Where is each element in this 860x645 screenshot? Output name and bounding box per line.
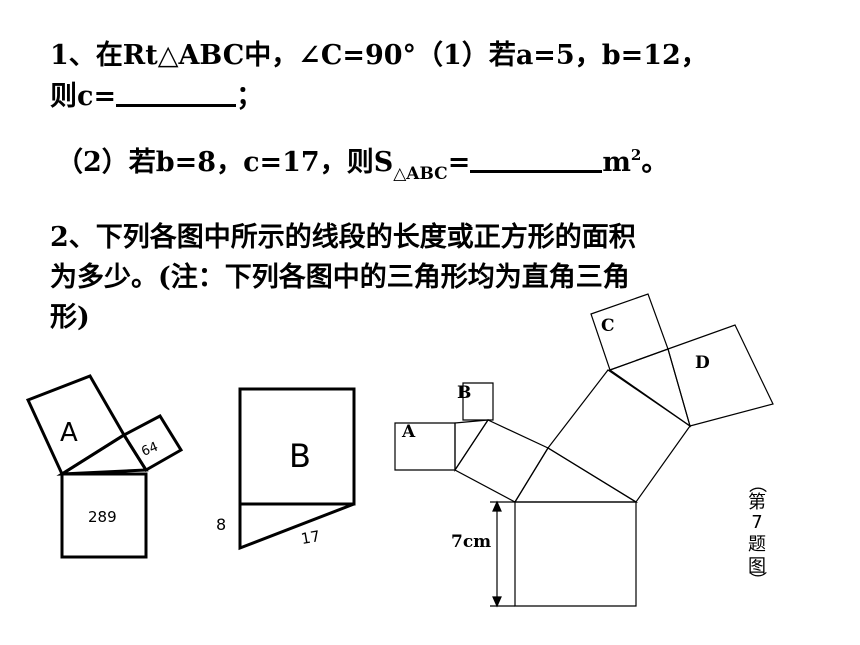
unit-exponent: 2	[630, 146, 642, 164]
q2-line-3-text: 形)	[50, 302, 90, 333]
figure-3-label-c: C	[601, 316, 615, 336]
figure-2-label-17: 17	[300, 527, 322, 548]
figure-3	[394, 293, 774, 608]
right-triangle-2	[238, 502, 355, 551]
area-subscript: △ABC	[393, 164, 448, 184]
caption-char-2: 7	[751, 512, 762, 533]
q2-line-3: 形)	[50, 300, 90, 336]
caption-open-paren: （	[746, 475, 767, 493]
square-d-fig3	[667, 324, 774, 427]
figure-3-dimension: 7cm	[451, 532, 491, 552]
middle-left-square	[454, 419, 549, 503]
q2-line-2-text: 为多少。(注：下列各图中的三角形均为直角三角	[50, 262, 630, 293]
caption-char-3: 题	[748, 534, 766, 555]
triangle-center	[513, 447, 639, 503]
dim-arrow-bottom	[492, 596, 502, 608]
q1-line-2-suffix: ；	[236, 81, 264, 112]
q1-line-3-end: 。	[641, 147, 669, 178]
q2-line-2: 为多少。(注：下列各图中的三角形均为直角三角	[50, 260, 630, 296]
q1-line-3-equals: =	[447, 147, 471, 178]
figure-2-label-b: B	[289, 437, 311, 475]
figure-1	[25, 374, 184, 559]
answer-blank-c[interactable]	[116, 78, 237, 107]
answer-blank-area[interactable]	[470, 144, 603, 173]
q1-line-2: 则c= ；	[50, 78, 263, 115]
figure-2	[238, 387, 356, 551]
unit-m: m	[602, 147, 631, 178]
middle-right-square	[547, 369, 691, 503]
figure-3-label-a: A	[401, 422, 416, 442]
figure-2-label-8: 8	[216, 515, 226, 534]
big-square-bottom	[514, 501, 637, 607]
caption-char-1: 第	[748, 492, 766, 513]
q2-line-1-text: 2、下列各图中所示的线段的长度或正方形的面积	[50, 222, 636, 253]
figure-1-label-289: 289	[88, 508, 117, 526]
dim-arrow-top	[492, 500, 502, 512]
q1-line-2-prefix: 则c=	[50, 81, 117, 112]
square-b-fig3	[462, 382, 494, 421]
triangle-cd	[608, 348, 692, 428]
q2-line-1: 2、下列各图中所示的线段的长度或正方形的面积	[50, 220, 636, 256]
triangle-ab	[454, 419, 490, 472]
q1-line-1-text: 1、在Rt△ABC中，∠C=90°（1）若a=5，b=12，	[50, 40, 708, 71]
caption-close-paren: ）	[746, 571, 767, 589]
figure-1-label-64: 64	[139, 440, 160, 460]
figure-3-label-d: D	[695, 353, 710, 373]
q1-line-1: 1、在Rt△ABC中，∠C=90°（1）若a=5，b=12，	[50, 38, 708, 74]
figure-1-label-a: A	[60, 418, 78, 448]
q1-line-3: （2）若b=8，c=17，则S△ABC= m2。	[56, 137, 668, 192]
figure-caption: （ 第 7 题 图 ）	[746, 475, 767, 589]
figure-3-label-b: B	[457, 383, 471, 403]
q1-line-3-prefix: （2）若b=8，c=17，则S	[56, 147, 394, 178]
caption-char-4: 图	[748, 556, 766, 577]
square-289	[60, 472, 148, 559]
right-triangle-1	[56, 432, 149, 476]
